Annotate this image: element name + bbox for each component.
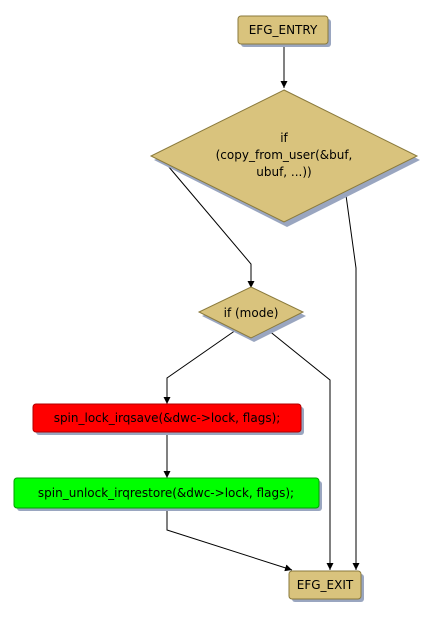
node-copy-check[interactable]: if (copy_from_user(&buf, ubuf, ...)) <box>149 89 420 227</box>
node-unlock-box <box>13 477 320 509</box>
node-copy-check-line2: (copy_from_user(&buf, <box>216 148 353 162</box>
node-mode-check[interactable]: if (mode) <box>197 286 306 342</box>
node-entry-label: EFG_ENTRY <box>249 23 318 37</box>
edge-unlock-to-exit <box>166 508 293 572</box>
node-exit[interactable]: EFG_EXIT <box>288 570 364 602</box>
node-unlock-label: spin_unlock_irqrestore(&dwc->lock, flags… <box>38 486 294 500</box>
node-entry-box <box>237 15 329 45</box>
node-lock[interactable]: spin_lock_irqsave(&dwc->lock, flags); <box>32 403 304 435</box>
node-copy-check-line1: if <box>280 131 288 145</box>
node-exit-label: EFG_EXIT <box>297 578 354 592</box>
node-copy-check-line3: ubuf, ...)) <box>256 165 312 179</box>
edge-mode-check-to-lock <box>163 329 237 404</box>
node-copy-check-diamond <box>149 89 419 223</box>
node-mode-check-diamond <box>197 286 305 339</box>
node-mode-check-label: if (mode) <box>224 306 279 320</box>
edge-copy-check-to-mode-check <box>162 159 255 288</box>
node-exit-box <box>288 570 362 600</box>
edge-mode-check-to-exit <box>267 329 334 570</box>
node-unlock[interactable]: spin_unlock_irqrestore(&dwc->lock, flags… <box>13 477 322 511</box>
node-lock-label: spin_lock_irqsave(&dwc->lock, flags); <box>54 411 281 425</box>
node-entry[interactable]: EFG_ENTRY <box>237 15 331 47</box>
edges <box>162 44 360 572</box>
edge-copy-check-to-exit <box>344 187 360 570</box>
node-lock-box <box>32 403 302 433</box>
